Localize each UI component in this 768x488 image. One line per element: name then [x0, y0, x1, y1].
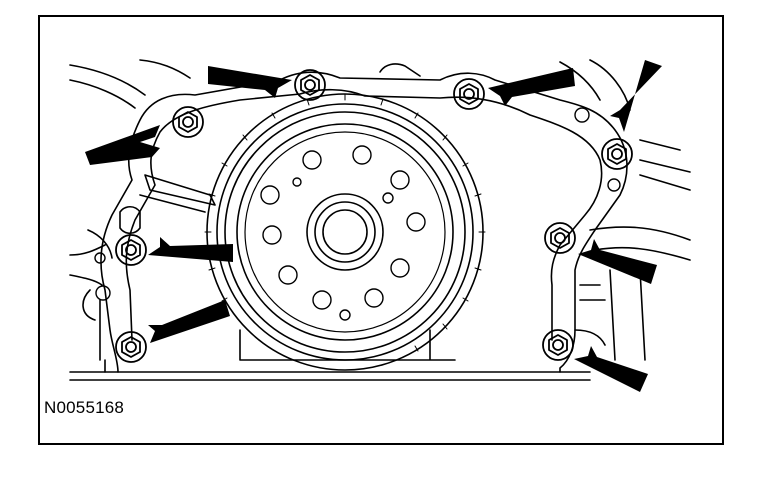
arrow-to-left-lower-bolt	[148, 300, 230, 343]
bolt-left-middle	[115, 234, 147, 266]
arrow-to-top-left-bolt	[85, 125, 160, 165]
bolt-right-lower	[542, 329, 574, 361]
right-block-edge	[574, 226, 691, 361]
flange-ring-4	[236, 123, 454, 341]
flange-edge-ticks	[204, 93, 486, 352]
pointer-arrows	[85, 60, 662, 392]
upper-casting	[69, 59, 691, 191]
oil-pan-rail	[69, 371, 591, 381]
arrow-to-top-right-bolt	[488, 68, 575, 106]
bolt-right-upper	[601, 138, 633, 170]
flange-outer-ring	[206, 93, 484, 371]
arrow-to-right-middle-bolt	[578, 239, 657, 284]
crank-pilot-outer	[306, 193, 384, 271]
bolt-left-lower	[115, 331, 147, 363]
flange-bolt-holes	[260, 145, 426, 321]
cover-bolts	[115, 69, 633, 363]
bolt-right-middle	[544, 222, 576, 254]
crank-pilot-middle	[314, 201, 376, 263]
bolt-top-left	[172, 106, 204, 138]
arrow-to-left-middle-bolt	[148, 237, 233, 262]
flange-ring-3	[224, 111, 466, 353]
crank-pilot-inner	[322, 209, 368, 255]
arrow-to-top-center-bolt	[208, 66, 292, 98]
flange-ring-2	[216, 103, 474, 361]
arrow-to-right-upper-bolt	[610, 60, 662, 132]
left-rib	[119, 174, 216, 235]
arrow-to-right-lower-bolt	[574, 346, 648, 392]
left-block-edge	[69, 229, 113, 373]
bolt-top-center	[294, 69, 326, 101]
flange-face	[244, 131, 446, 333]
figure-id-label: N0055168	[44, 398, 125, 417]
cover-small-holes	[94, 107, 621, 301]
bolt-top-right	[453, 78, 485, 110]
